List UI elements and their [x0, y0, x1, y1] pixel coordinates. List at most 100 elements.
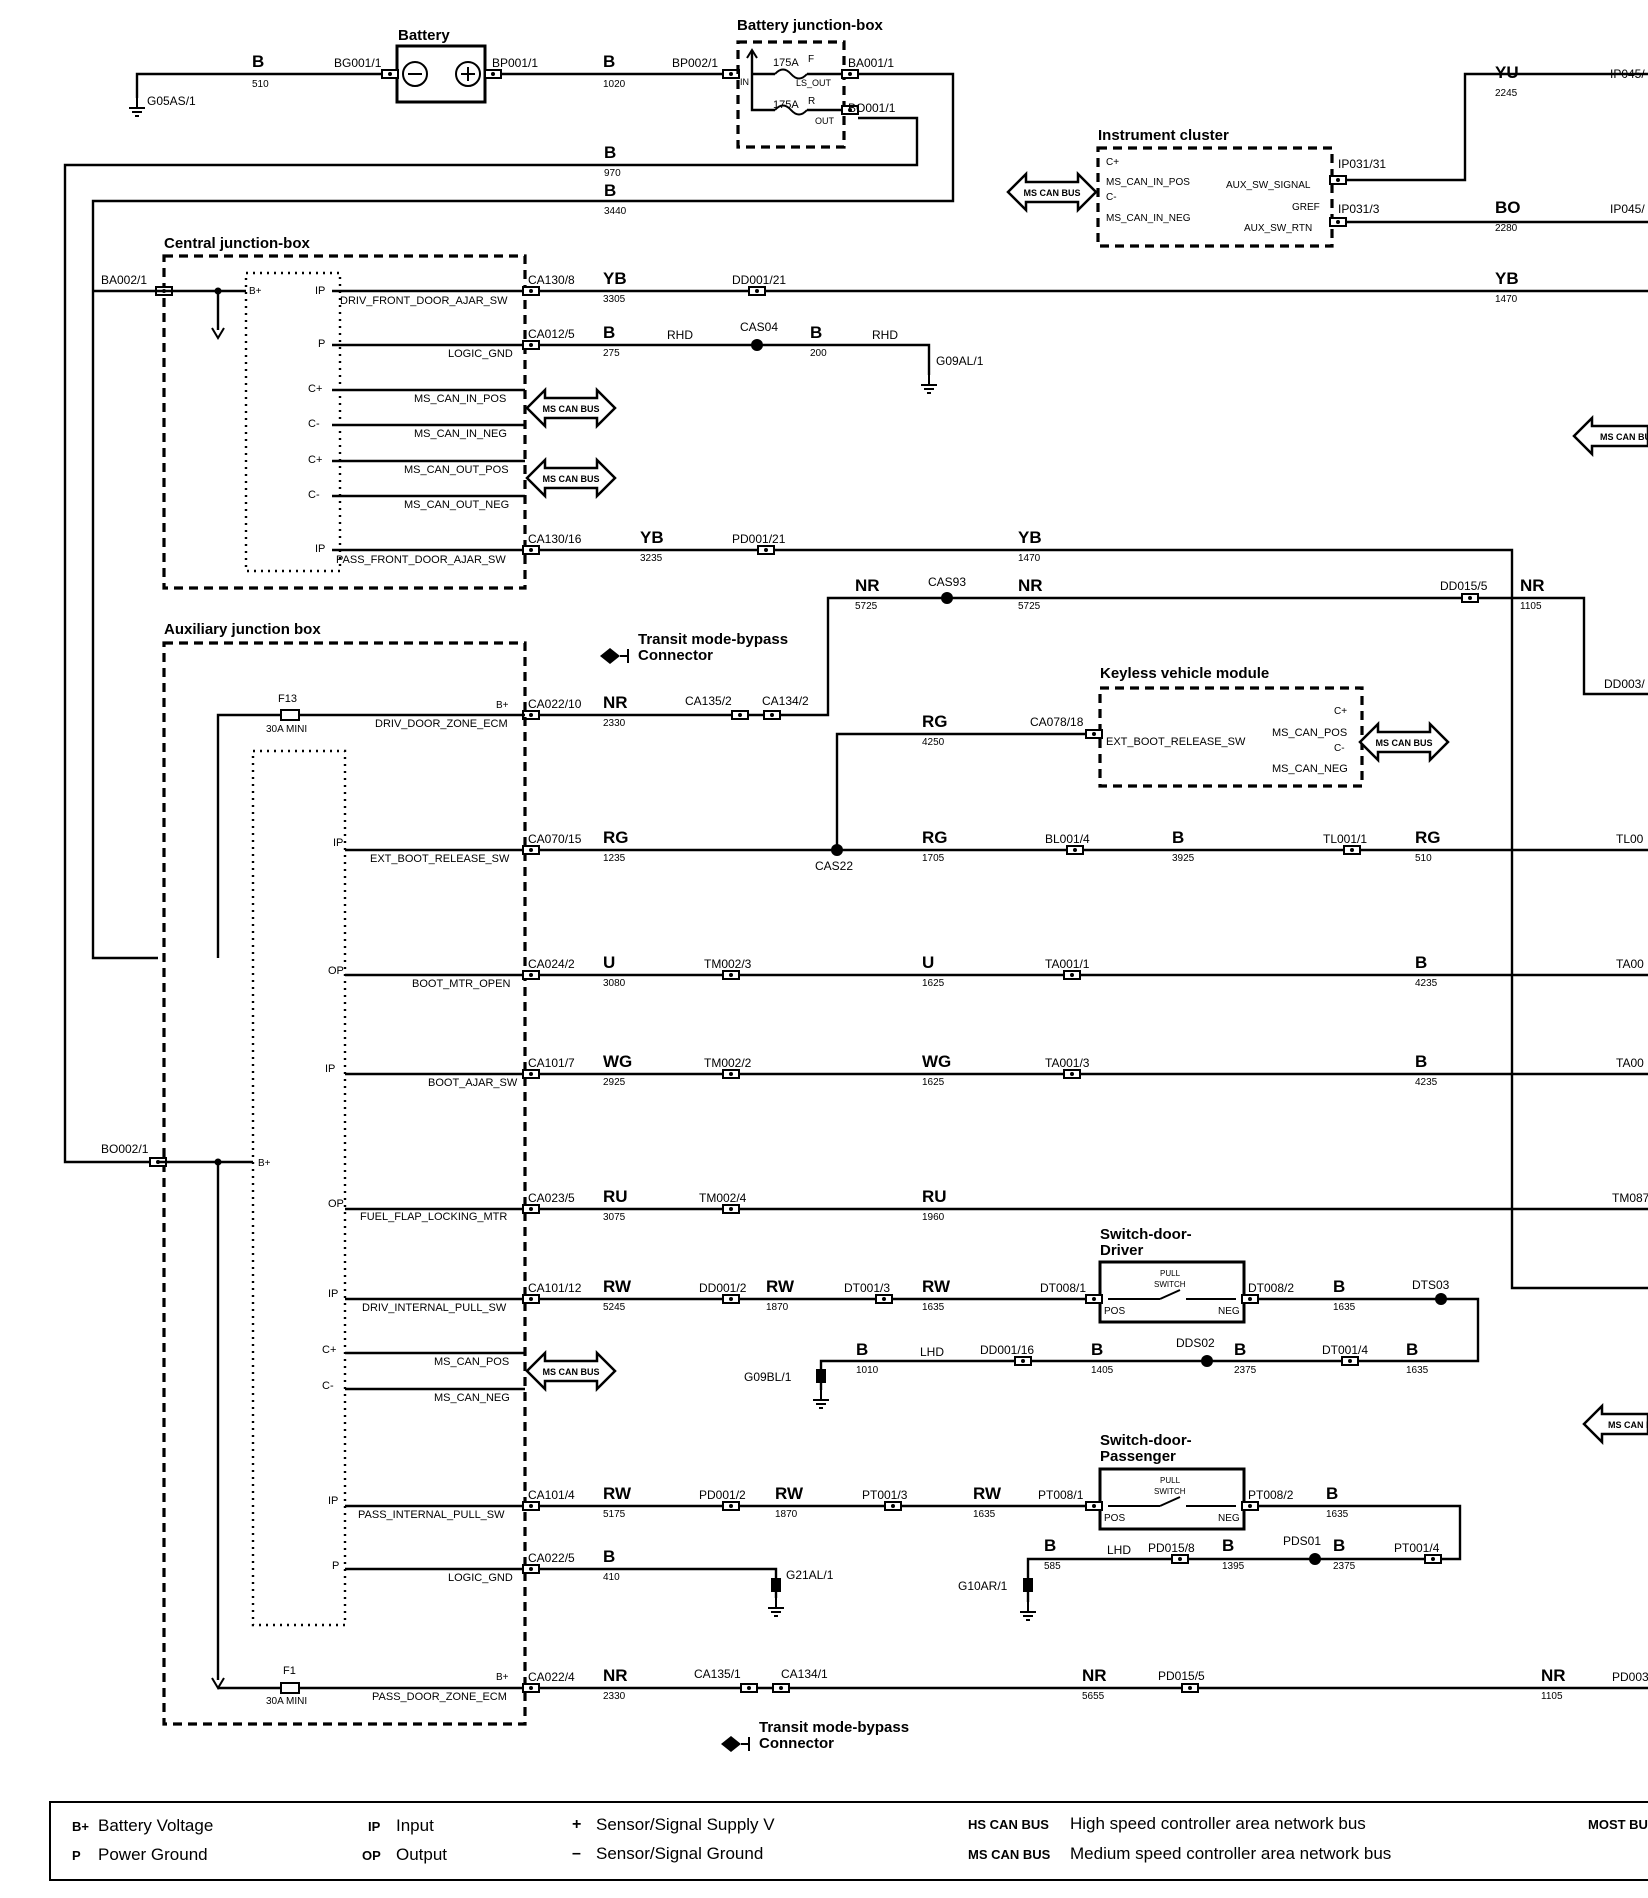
- svg-text:F13: F13: [278, 693, 297, 705]
- svg-text:510: 510: [1415, 853, 1432, 864]
- svg-text:NR: NR: [603, 1666, 628, 1685]
- svg-text:2330: 2330: [603, 1691, 626, 1702]
- svg-text:C-: C-: [1334, 743, 1345, 754]
- svg-text:Passenger: Passenger: [1100, 1448, 1176, 1465]
- svg-text:BL001/4: BL001/4: [1045, 832, 1090, 846]
- svg-text:4235: 4235: [1415, 978, 1438, 989]
- svg-text:2375: 2375: [1234, 1365, 1257, 1376]
- svg-text:PT008/1: PT008/1: [1038, 1488, 1084, 1502]
- svg-text:TA00: TA00: [1616, 1056, 1644, 1070]
- conn-g05as: G05AS/1: [147, 94, 196, 108]
- svg-text:C-: C-: [322, 1380, 334, 1392]
- svg-text:HS CAN BUS: HS CAN BUS: [968, 1817, 1049, 1832]
- svg-text:IP: IP: [328, 1288, 338, 1300]
- svg-text:B: B: [810, 323, 822, 342]
- battery-neg-terminal: [402, 61, 428, 87]
- svg-text:MS_CAN_IN_NEG: MS_CAN_IN_NEG: [1106, 213, 1191, 224]
- svg-text:IP: IP: [328, 1495, 338, 1507]
- svg-text:MS_CAN_IN_POS: MS_CAN_IN_POS: [414, 393, 506, 405]
- svg-text:CA024/2: CA024/2: [528, 957, 575, 971]
- svg-text:G21AL/1: G21AL/1: [786, 1568, 834, 1582]
- wire-color: B: [603, 52, 615, 71]
- svg-text:5725: 5725: [1018, 601, 1041, 612]
- svg-text:OUT: OUT: [815, 116, 835, 126]
- svg-text:G09AL/1: G09AL/1: [936, 354, 984, 368]
- svg-text:200: 200: [810, 348, 827, 359]
- svg-text:PASS_INTERNAL_PULL_SW: PASS_INTERNAL_PULL_SW: [358, 1509, 505, 1521]
- svg-text:MS CAN B: MS CAN B: [1608, 1420, 1648, 1430]
- svg-text:CA135/2: CA135/2: [685, 694, 732, 708]
- svg-text:C+: C+: [1334, 706, 1347, 717]
- svg-text:Transit mode-bypass: Transit mode-bypass: [759, 1719, 909, 1736]
- svg-text:Connector: Connector: [759, 1735, 834, 1752]
- svg-text:BO: BO: [1495, 198, 1521, 217]
- svg-text:PD003: PD003: [1612, 1670, 1648, 1684]
- svg-text:5655: 5655: [1082, 1691, 1105, 1702]
- svg-text:1405: 1405: [1091, 1365, 1114, 1376]
- svg-text:LHD: LHD: [1107, 1543, 1131, 1557]
- svg-text:NR: NR: [855, 576, 880, 595]
- svg-text:PULL: PULL: [1160, 1269, 1181, 1278]
- svg-text:DT008/2: DT008/2: [1248, 1281, 1294, 1295]
- svg-text:RG: RG: [922, 828, 948, 847]
- svg-text:1635: 1635: [922, 1302, 945, 1313]
- svg-text:CAS22: CAS22: [815, 859, 853, 873]
- svg-text:MS CAN BUS: MS CAN BUS: [542, 404, 599, 414]
- svg-text:MS CAN BUS: MS CAN BUS: [1023, 188, 1080, 198]
- svg-text:YB: YB: [1495, 269, 1519, 288]
- svg-text:NR: NR: [1082, 1666, 1107, 1685]
- svg-text:3080: 3080: [603, 978, 626, 989]
- svg-text:1235: 1235: [603, 853, 626, 864]
- svg-text:PT008/2: PT008/2: [1248, 1488, 1294, 1502]
- legend: B+ Battery Voltage P Power Ground IP Inp…: [49, 1801, 1648, 1881]
- svg-text:B+: B+: [258, 1158, 271, 1169]
- svg-text:P: P: [72, 1848, 81, 1863]
- svg-text:FUEL_FLAP_LOCKING_MTR: FUEL_FLAP_LOCKING_MTR: [360, 1211, 507, 1223]
- svg-text:4250: 4250: [922, 737, 945, 748]
- svg-text:BA001/1: BA001/1: [848, 56, 894, 70]
- svg-text:Switch-door-: Switch-door-: [1100, 1432, 1192, 1449]
- svg-text:AUX_SW_RTN: AUX_SW_RTN: [1244, 223, 1312, 234]
- svg-text:PD015/5: PD015/5: [1158, 1669, 1205, 1683]
- transit-bypass-connector-bottom: Transit mode-bypass Connector: [721, 1719, 909, 1752]
- svg-text:OP: OP: [328, 965, 344, 977]
- svg-text:IP031/3: IP031/3: [1338, 202, 1380, 216]
- wire-color: B: [252, 52, 264, 71]
- svg-text:1105: 1105: [1520, 601, 1542, 612]
- svg-text:Transit mode-bypass: Transit mode-bypass: [638, 631, 788, 648]
- svg-text:Input: Input: [396, 1816, 434, 1835]
- svg-text:B: B: [1333, 1277, 1345, 1296]
- svg-text:3440: 3440: [604, 206, 627, 217]
- svg-text:TA001/3: TA001/3: [1045, 1056, 1090, 1070]
- svg-text:B: B: [1326, 1484, 1338, 1503]
- svg-text:CA134/1: CA134/1: [781, 1667, 828, 1681]
- svg-text:B: B: [603, 323, 615, 342]
- svg-text:DTS03: DTS03: [1412, 1278, 1450, 1292]
- svg-text:CA130/16: CA130/16: [528, 532, 582, 546]
- svg-text:RHD: RHD: [872, 328, 898, 342]
- svg-text:CA101/4: CA101/4: [528, 1488, 575, 1502]
- svg-text:CA135/1: CA135/1: [694, 1667, 741, 1681]
- svg-text:1870: 1870: [766, 1302, 789, 1313]
- svg-text:B+: B+: [496, 1672, 509, 1683]
- svg-text:1470: 1470: [1495, 294, 1518, 305]
- svg-text:MS_CAN_OUT_NEG: MS_CAN_OUT_NEG: [404, 499, 509, 511]
- svg-text:MS_CAN_NEG: MS_CAN_NEG: [434, 1392, 510, 1404]
- svg-text:5175: 5175: [603, 1509, 626, 1520]
- svg-text:MS_CAN_OUT_POS: MS_CAN_OUT_POS: [404, 464, 509, 476]
- fuse-175a-f: [774, 68, 808, 80]
- svg-text:IP: IP: [368, 1819, 381, 1834]
- svg-text:MS CAN BU: MS CAN BU: [1600, 432, 1648, 442]
- svg-text:C-: C-: [308, 489, 320, 501]
- svg-text:1105: 1105: [1541, 1691, 1563, 1702]
- svg-text:1635: 1635: [1406, 1365, 1429, 1376]
- svg-text:CAS04: CAS04: [740, 320, 778, 334]
- svg-text:30A MINI: 30A MINI: [266, 724, 307, 735]
- svg-text:DD001/16: DD001/16: [980, 1343, 1034, 1357]
- battery-pos-terminal: [455, 61, 481, 87]
- svg-text:LS_OUT: LS_OUT: [796, 78, 832, 88]
- svg-text:TM002/3: TM002/3: [704, 957, 752, 971]
- svg-text:Sensor/Signal Ground: Sensor/Signal Ground: [596, 1844, 763, 1863]
- svg-text:MS CAN BUS: MS CAN BUS: [1375, 738, 1432, 748]
